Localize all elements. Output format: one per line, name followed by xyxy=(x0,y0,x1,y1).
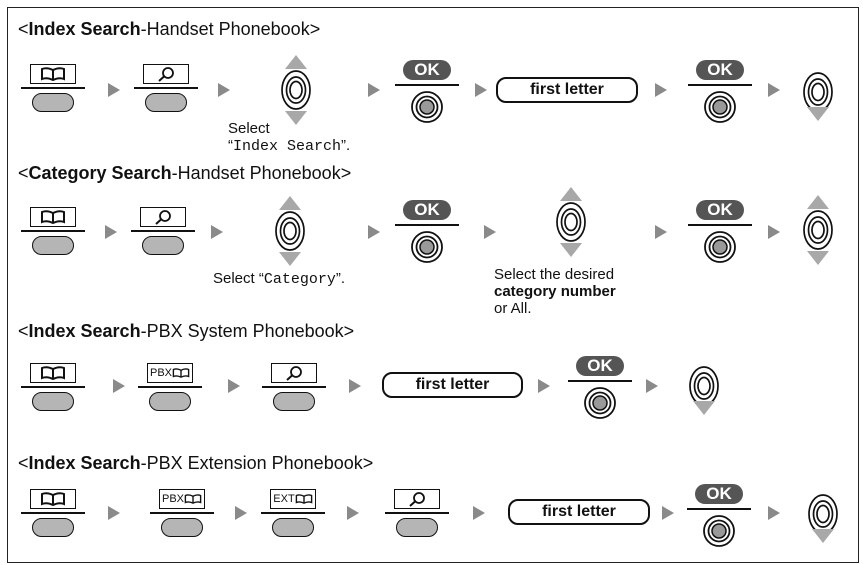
phonebook-key xyxy=(21,207,85,257)
book-icon xyxy=(40,366,66,380)
step-arrow xyxy=(768,225,780,239)
step-arrow xyxy=(655,225,667,239)
note-select-category: Select “Category”. xyxy=(213,270,346,288)
soft-key-button xyxy=(32,392,74,411)
section-heading-3: <Index Search-PBX System Phonebook> xyxy=(18,321,355,341)
book-icon xyxy=(40,67,66,81)
navigator-up-down-icon xyxy=(278,54,314,126)
soft-key-button xyxy=(142,236,184,255)
soft-key-button xyxy=(32,236,74,255)
navigator-center-icon xyxy=(410,90,444,124)
pbx-phonebook-key: PBX xyxy=(150,489,214,539)
ok-key: OK xyxy=(687,484,751,548)
navigator-up-down-icon xyxy=(800,194,836,266)
navigator-down-icon xyxy=(686,364,722,416)
phonebook-key xyxy=(21,363,85,413)
book-icon xyxy=(184,493,202,505)
navigator-center-icon xyxy=(703,230,737,264)
soft-key-button xyxy=(272,518,314,537)
magnifier-icon xyxy=(281,365,307,381)
ext-phonebook-key: EXT xyxy=(261,489,325,539)
step-arrow xyxy=(662,506,674,520)
soft-key-button xyxy=(145,93,187,112)
search-key xyxy=(134,64,198,114)
navigator-down-icon xyxy=(800,70,836,122)
step-arrow xyxy=(113,379,125,393)
step-arrow xyxy=(235,506,247,520)
soft-key-button xyxy=(161,518,203,537)
soft-key-button xyxy=(149,392,191,411)
ok-key: OK xyxy=(688,200,752,264)
ok-key: OK xyxy=(568,356,632,420)
step-arrow xyxy=(484,225,496,239)
step-arrow xyxy=(349,379,361,393)
pbx-phonebook-key: PBX xyxy=(138,363,202,413)
step-arrow xyxy=(218,83,230,97)
first-letter-box: first letter xyxy=(496,77,638,103)
section-heading-1: <Index Search-Handset Phonebook> xyxy=(18,19,321,39)
step-arrow xyxy=(211,225,223,239)
step-arrow xyxy=(108,83,120,97)
phonebook-key xyxy=(21,64,85,114)
step-arrow xyxy=(655,83,667,97)
search-key xyxy=(131,207,195,257)
magnifier-icon xyxy=(153,66,179,82)
navigator-center-icon xyxy=(703,90,737,124)
ok-key: OK xyxy=(688,60,752,124)
book-icon xyxy=(295,493,313,505)
step-arrow xyxy=(768,506,780,520)
phonebook-key xyxy=(21,489,85,539)
first-letter-box: first letter xyxy=(508,499,650,525)
book-icon xyxy=(40,210,66,224)
section-heading-4: <Index Search-PBX Extension Phonebook> xyxy=(18,453,374,473)
book-icon xyxy=(40,492,66,506)
step-arrow xyxy=(108,506,120,520)
step-arrow xyxy=(646,379,658,393)
navigator-center-icon xyxy=(410,230,444,264)
navigator-down-icon xyxy=(805,492,841,544)
ok-key: OK xyxy=(395,200,459,264)
step-arrow xyxy=(347,506,359,520)
ok-key: OK xyxy=(395,60,459,124)
magnifier-icon xyxy=(150,209,176,225)
diagram-frame xyxy=(7,7,859,563)
step-arrow xyxy=(368,83,380,97)
navigator-center-icon xyxy=(702,514,736,548)
soft-key-button xyxy=(32,93,74,112)
navigator-center-icon xyxy=(583,386,617,420)
section-heading-2: <Category Search-Handset Phonebook> xyxy=(18,163,352,183)
step-arrow xyxy=(105,225,117,239)
step-arrow xyxy=(538,379,550,393)
book-icon xyxy=(172,367,190,379)
step-arrow xyxy=(475,83,487,97)
step-arrow xyxy=(768,83,780,97)
step-arrow xyxy=(368,225,380,239)
search-key xyxy=(262,363,326,413)
navigator-up-down-icon xyxy=(272,195,308,267)
first-letter-box: first letter xyxy=(382,372,523,398)
soft-key-button xyxy=(32,518,74,537)
soft-key-button xyxy=(273,392,315,411)
step-arrow xyxy=(228,379,240,393)
search-key xyxy=(385,489,449,539)
note-select-index: Select“Index Search”. xyxy=(228,120,351,155)
magnifier-icon xyxy=(404,491,430,507)
navigator-up-down-icon xyxy=(553,186,589,258)
soft-key-button xyxy=(396,518,438,537)
step-arrow xyxy=(473,506,485,520)
